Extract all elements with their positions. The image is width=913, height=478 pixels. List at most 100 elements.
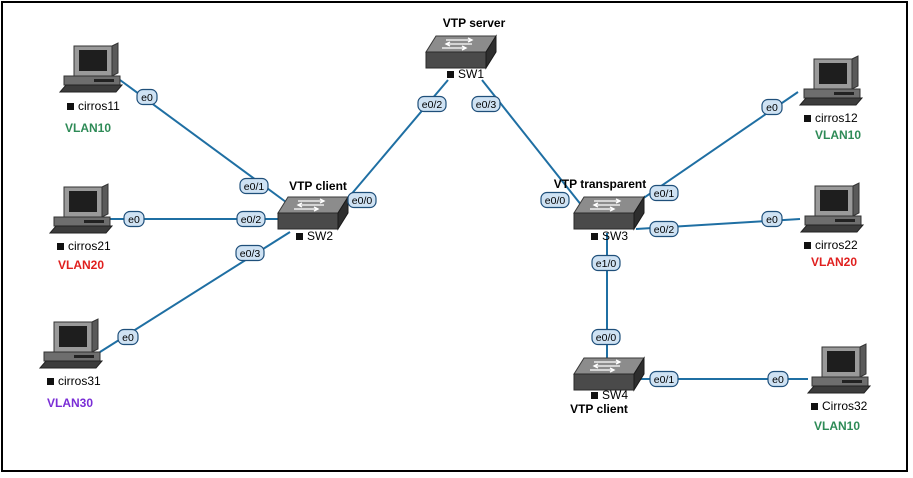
port-badge: e0/1 <box>649 184 679 202</box>
switch-name: SW1 <box>458 67 484 81</box>
host-cirros22[interactable]: cirros22 VLAN20 <box>800 182 864 269</box>
host-name: Cirros32 <box>822 399 868 413</box>
host-cirros11[interactable]: cirros11 VLAN10 <box>59 42 123 135</box>
port-label: e0 <box>141 92 153 104</box>
port-badge: e0 <box>123 210 145 228</box>
switch-icon <box>573 357 645 391</box>
port-label: e0 <box>766 102 778 114</box>
status-square-icon <box>447 71 454 78</box>
port-badge-shape <box>591 328 621 346</box>
switch-title: VTP client <box>570 402 628 416</box>
port-label: e0/1 <box>654 188 675 200</box>
port-badge-shape <box>649 370 679 388</box>
port-label: e0 <box>122 332 134 344</box>
port-badge: e0/0 <box>347 191 377 209</box>
host-name: cirros22 <box>815 238 858 252</box>
host-cirros12[interactable]: cirros12 VLAN10 <box>799 55 863 142</box>
port-badge: e0/0 <box>591 328 621 346</box>
vlan-label: VLAN10 <box>815 128 861 142</box>
switch-title: VTP client <box>289 179 347 193</box>
port-label: e0/3 <box>476 99 497 111</box>
status-square-icon <box>296 233 303 240</box>
port-labels: e0 e0/1 e0 e0/2 e0 e0/3 e0/0 e0/2 e0/3 e0/0 e0/1 e0… <box>117 88 789 388</box>
status-square-icon <box>804 115 811 122</box>
switch-name: SW2 <box>307 229 333 243</box>
switch-name: SW3 <box>602 229 628 243</box>
port-label: e0 <box>766 214 778 226</box>
port-badge-shape <box>235 244 265 262</box>
host-cirros32[interactable]: Cirros32 VLAN10 <box>807 343 871 433</box>
port-badge-shape <box>136 88 158 106</box>
status-square-icon <box>804 242 811 249</box>
port-badge-shape <box>761 210 783 228</box>
computer-icon <box>800 182 864 233</box>
vlan-label: VLAN10 <box>65 121 111 135</box>
switch-title: VTP transparent <box>554 177 646 191</box>
port-badge: e1/0 <box>591 254 621 272</box>
host-cirros31[interactable]: cirros31 VLAN30 <box>39 318 103 410</box>
links <box>99 79 808 380</box>
port-label: e0/2 <box>654 224 675 236</box>
port-badge-shape <box>123 210 145 228</box>
switch-icon <box>425 35 497 69</box>
computer-icon <box>59 42 123 93</box>
port-badge: e0/1 <box>239 177 269 195</box>
switch-sw3[interactable]: VTP transparent SW3 <box>554 177 646 243</box>
port-badge: e0 <box>761 98 783 116</box>
port-label: e0/2 <box>241 214 262 226</box>
status-square-icon <box>591 392 598 399</box>
port-badge: e0/2 <box>236 210 266 228</box>
port-badge: e0 <box>761 210 783 228</box>
port-badge: e0/3 <box>471 95 501 113</box>
computer-icon <box>799 55 863 106</box>
port-badge-shape <box>649 184 679 202</box>
vlan-label: VLAN10 <box>814 419 860 433</box>
host-name: cirros11 <box>78 99 120 113</box>
port-label: e0/0 <box>545 195 566 207</box>
status-square-icon <box>67 103 74 110</box>
port-badge-shape <box>117 328 139 346</box>
port-badge: e0 <box>117 328 139 346</box>
port-badge-shape <box>417 95 447 113</box>
port-badge: e0/3 <box>235 244 265 262</box>
port-badge-shape <box>767 370 789 388</box>
port-label: e0/0 <box>596 332 617 344</box>
port-label: e0/2 <box>422 99 443 111</box>
computer-icon <box>807 343 871 394</box>
port-badge-shape <box>347 191 377 209</box>
switch-icon <box>573 196 645 230</box>
port-badge: e0/1 <box>649 370 679 388</box>
status-square-icon <box>591 233 598 240</box>
port-badge-shape <box>236 210 266 228</box>
status-square-icon <box>57 243 64 250</box>
port-badge-shape <box>591 254 621 272</box>
switch-sw1[interactable]: VTP server SW1 <box>425 16 506 81</box>
port-label: e1/0 <box>596 258 617 270</box>
status-square-icon <box>811 403 818 410</box>
switch-sw2[interactable]: VTP client SW2 <box>277 179 349 243</box>
host-cirros21[interactable]: cirros21 VLAN20 <box>49 183 113 272</box>
switch-name: SW4 <box>602 388 628 402</box>
vlan-label: VLAN30 <box>47 396 93 410</box>
port-label: e0/0 <box>352 195 373 207</box>
switch-sw4[interactable]: SW4 VTP client <box>570 357 645 416</box>
port-badge-shape <box>649 220 679 238</box>
host-name: cirros12 <box>815 111 858 125</box>
host-name: cirros21 <box>68 239 111 253</box>
switch-title: VTP server <box>443 16 506 30</box>
port-badge: e0 <box>767 370 789 388</box>
port-badge-shape <box>761 98 783 116</box>
port-label: e0/1 <box>244 181 265 193</box>
switch-icon <box>277 196 349 230</box>
port-badge: e0/0 <box>540 191 570 209</box>
diagram-frame <box>1 1 908 472</box>
host-name: cirros31 <box>58 374 101 388</box>
vlan-label: VLAN20 <box>58 258 104 272</box>
port-label: e0 <box>128 214 140 226</box>
port-label: e0 <box>772 374 784 386</box>
port-badge-shape <box>471 95 501 113</box>
port-badge-shape <box>239 177 269 195</box>
computer-icon <box>39 318 103 369</box>
